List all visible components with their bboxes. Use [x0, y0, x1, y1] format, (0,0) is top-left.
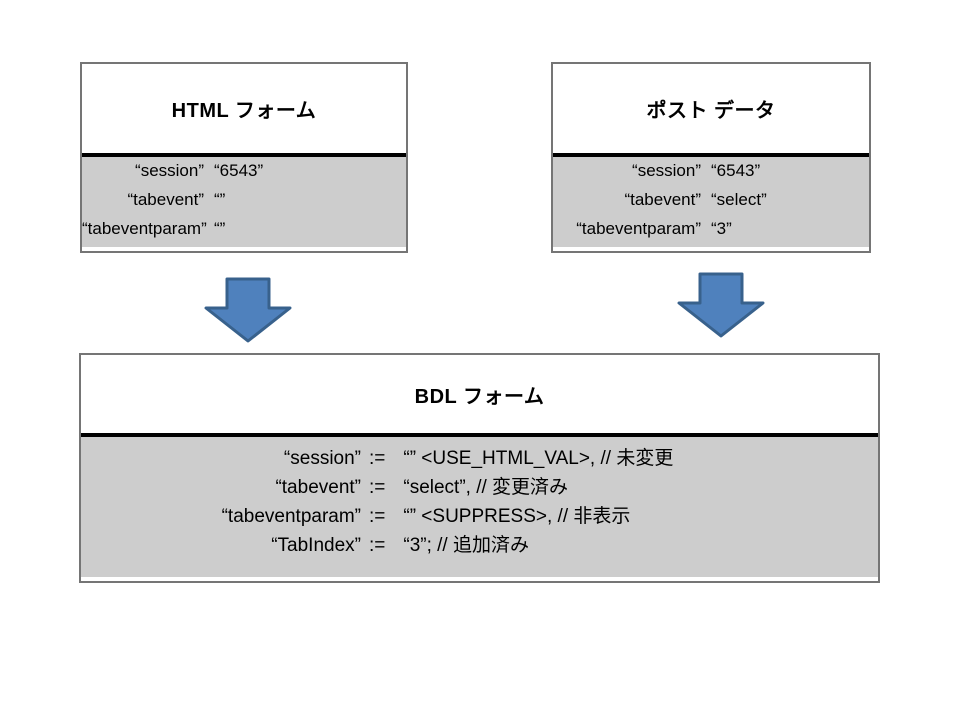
param-value: “6543”	[711, 161, 761, 180]
param-value: “” <SUPPRESS>, // 非表示	[403, 506, 631, 527]
param-value: “select”, // 変更済み	[403, 477, 569, 498]
param-name: “tabeventparam”	[576, 219, 701, 238]
param-name: “TabIndex”	[271, 535, 361, 556]
down-arrow-icon	[677, 272, 765, 338]
assign-operator: :=	[369, 506, 386, 527]
param-name: “session”	[283, 448, 361, 469]
assign-operator: :=	[369, 477, 386, 498]
assign-operator: :=	[369, 535, 386, 556]
param-name: “session”	[632, 161, 701, 180]
param-name: “session”	[135, 161, 204, 180]
param-value: “”	[214, 190, 226, 209]
bdl-form-body: “session” := “” <USE_HTML_VAL>, // 未変更 “…	[81, 437, 878, 577]
html-form-body: “session” “6543” “tabevent” “” “tabevent…	[82, 157, 406, 247]
table-row: “tabevent” “”	[82, 185, 406, 214]
param-name: “tabevent”	[275, 477, 361, 498]
param-name: “tabeventparam”	[82, 219, 207, 238]
html-form-box: HTML フォーム “session” “6543” “tabevent” “”…	[80, 62, 408, 253]
post-data-title: ポスト データ	[553, 64, 869, 157]
param-value: “select”	[711, 190, 767, 209]
param-value: “” <USE_HTML_VAL>, // 未変更	[403, 448, 674, 469]
table-row: “tabevent” “select”	[553, 185, 869, 214]
param-value: “”	[214, 219, 226, 238]
param-name: “tabevent”	[127, 190, 204, 209]
bdl-form-box: BDL フォーム “session” := “” <USE_HTML_VAL>,…	[79, 353, 880, 583]
table-row: “tabeventparam” “”	[82, 214, 406, 243]
post-data-body: “session” “6543” “tabevent” “select” “ta…	[553, 157, 869, 247]
post-data-box: ポスト データ “session” “6543” “tabevent” “sel…	[551, 62, 871, 253]
down-arrow-icon	[204, 277, 292, 343]
param-name: “tabevent”	[624, 190, 701, 209]
html-form-title: HTML フォーム	[82, 64, 406, 157]
param-name: “tabeventparam”	[221, 506, 361, 527]
table-row: “session” “6543”	[553, 156, 869, 185]
param-value: “3”; // 追加済み	[403, 535, 529, 556]
table-row: “TabIndex” := “3”; // 追加済み	[81, 531, 878, 560]
table-row: “session” “6543”	[82, 156, 406, 185]
param-value: “3”	[711, 219, 732, 238]
bdl-form-title: BDL フォーム	[81, 355, 878, 437]
table-row: “tabeventparam” := “” <SUPPRESS>, // 非表示	[81, 502, 878, 531]
table-row: “tabeventparam” “3”	[553, 214, 869, 243]
table-row: “tabevent” := “select”, // 変更済み	[81, 473, 878, 502]
param-value: “6543”	[214, 161, 264, 180]
table-row: “session” := “” <USE_HTML_VAL>, // 未変更	[81, 444, 878, 473]
assign-operator: :=	[369, 448, 386, 469]
